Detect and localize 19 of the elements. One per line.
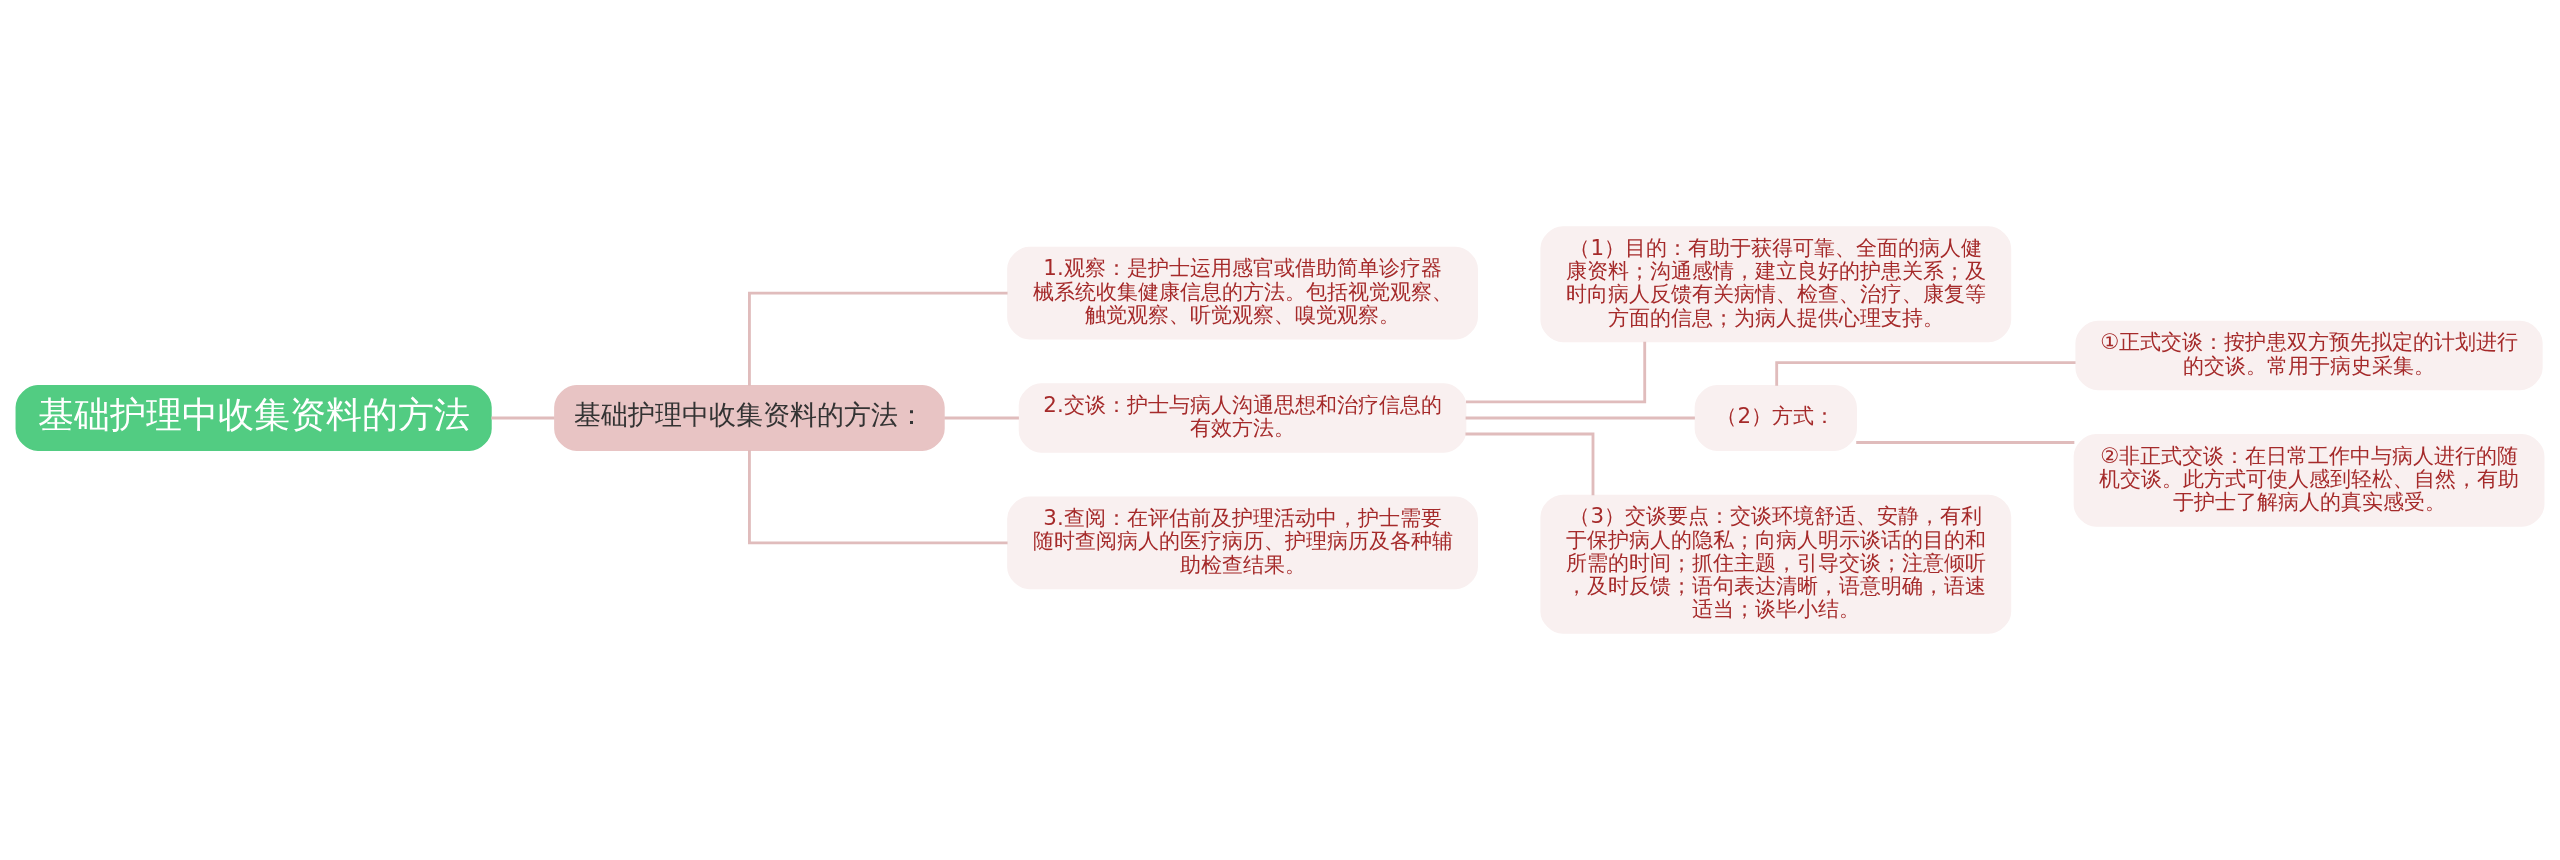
connector xyxy=(1856,441,2075,444)
node-box: （1）目的：有助于获得可靠、全面的病人健康资料；沟通感情，建立良好的护患关系；及时向病人反馈有关病情、检查、治疗、康复等方面的信息；为病人提供心理支持。 xyxy=(1540,226,2012,343)
node-box: ②非正式交谈：在日常工作中与病人进行的随机交谈。此方式可使人感到轻松、自然，有助于护士了解病人的真实感受。 xyxy=(2073,434,2545,527)
node-box: 1.观察：是护士运用感官或借助简单诊疗器械系统收集健康信息的方法。包括视觉观察、触觉观察、听觉观察、嗅觉观察。 xyxy=(1007,246,1478,340)
connector xyxy=(748,291,1008,386)
node-box: （2）方式： xyxy=(1694,384,1857,451)
node-box: ①正式交谈：按护患双方预先拟定的计划进行的交谈。常用于病史采集。 xyxy=(2075,320,2543,391)
connector xyxy=(1465,432,1595,496)
connector xyxy=(748,450,1008,545)
connector xyxy=(944,416,1019,420)
connector xyxy=(1465,416,1695,420)
node-box: 基础护理中收集资料的方法： xyxy=(554,384,945,451)
connector xyxy=(1466,341,1647,404)
node-box: 3.查阅：在评估前及护理活动中，护士需要随时查阅病人的医疗病历、护理病历及各种辅助检查结果。 xyxy=(1007,496,1478,590)
connector xyxy=(491,416,555,420)
node-box: （3）交谈要点：交谈环境舒适、安静，有利于保护病人的隐私；向病人明示谈话的目的和所需的时间；抓住主题，引导交谈；注意倾听，及时反馈；语句表达清晰，语意明确，语速适当；谈毕小结。 xyxy=(1540,494,2012,634)
node-box: 基础护理中收集资料的方法 xyxy=(15,384,492,451)
node-box: 2.交谈：护士与病人沟通思想和治疗信息的有效方法。 xyxy=(1018,383,1467,453)
connector xyxy=(1775,361,2076,386)
